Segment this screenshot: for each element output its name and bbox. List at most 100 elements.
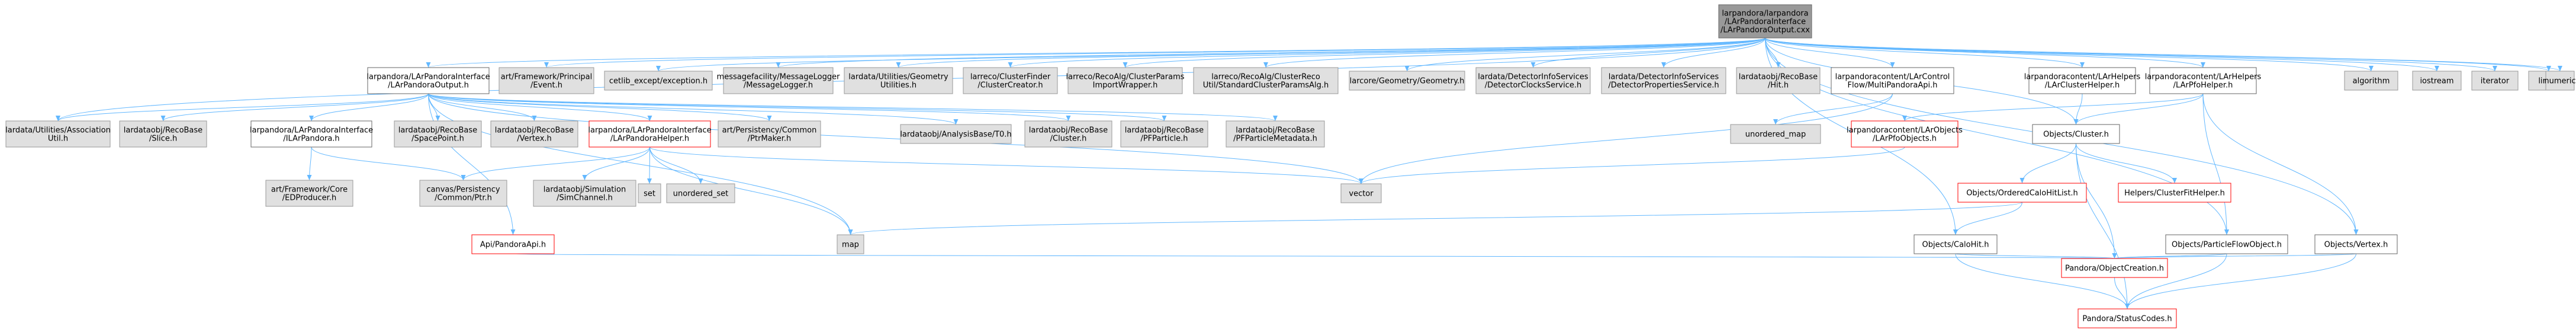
node-box [2032,124,2120,144]
node-box [1193,67,1339,94]
node-label-line: /Slice.h [149,135,177,143]
edge-out_h-to-anabase [428,93,959,125]
node-calohit[interactable]: Objects/CaloHit.h [1913,234,1998,254]
edge-pfohelper-to-objcluster [2073,93,2204,125]
node-vertex_rb: lardataobj/RecoBase/Vertex.h [490,120,578,148]
node-box [723,67,834,94]
node-label-line: Util/StandardClusterParamsAlg.h [1203,81,1329,90]
edge-root-to-detprops [1661,37,1765,68]
edge-root-to-importwrapper [1123,37,1765,68]
node-orderedcalohit[interactable]: Objects/OrderedCaloHitList.h [1957,183,2087,203]
node-multipandora[interactable]: larpandoracontent/LArControlFlow/MultiPa… [1831,67,1954,94]
edge-out_h-to-pfparticle [428,93,1167,122]
edge-clusterhelper-to-objcluster [2073,93,2083,125]
edge-root-to-art_event [544,37,1765,68]
node-objvertex[interactable]: Objects/Vertex.h [2314,234,2398,254]
node-set: set [638,183,661,203]
node-larpfoobjects[interactable]: larpandoracontent/LArObjects/LArPfoObjec… [1847,120,1963,148]
node-box [2545,71,2575,91]
node-box [419,180,507,207]
edge-calohit-to-statuscodes [1955,253,2130,310]
node-label-line: art/Framework/Core [271,186,348,194]
edge-root-to-multipandora [1765,37,1895,68]
node-box [394,120,482,148]
node-label-line: /DetectorPropertiesService.h [1608,81,1719,90]
edge-objvertex-to-statuscodes [2125,253,2356,310]
edge-out_h-to-pandorahelper [428,93,652,122]
edge-root-to-msglogger [776,37,1765,68]
node-label-line: larpandora/larpandora [1722,9,1808,18]
node-pfo[interactable]: Objects/ParticleFlowObject.h [2165,234,2288,254]
node-numeric: numeric [2544,71,2576,91]
edge-pfo-to-objcreation [2112,253,2227,259]
node-box [1913,234,1998,254]
edge-orderedcalohit-to-map [848,202,2022,235]
node-box [2471,71,2519,91]
edge-out_h-to-map [428,93,853,235]
node-box [250,120,372,148]
node-pandoraapi[interactable]: Api/PandoraApi.h [471,234,555,254]
node-label-line: lardataobj/RecoBase [495,126,574,135]
node-out_h[interactable]: larpandora/LArPandoraInterface/LArPandor… [366,67,490,94]
node-box [2412,71,2462,91]
edge-root-to-detclocks [1530,37,1765,68]
node-label-line: lardata/DetectorInfoServices [1478,73,1588,82]
node-box [666,183,735,203]
node-label-line: /EDProducer.h [282,194,336,203]
edge-root-to-clusterrecoutil [1263,37,1765,68]
node-detprops: lardata/DetectorInfoServices/DetectorPro… [1601,67,1726,94]
edge-pandorahelper-to-set [647,146,652,184]
node-clusterhelper[interactable]: larpandoracontent/LArHelpers/LArClusterH… [2024,67,2141,94]
node-label-line: /LArPfoObjects.h [1873,135,1937,143]
node-art_event: art/Framework/Principal/Event.h [499,67,594,94]
node-label-line: Util.h [48,135,68,143]
node-label-line: /LArPandoraHelper.h [610,135,689,143]
node-label-line: art/Persistency/Common [722,126,817,135]
edge-out_h-to-assoc [56,93,429,122]
node-box [499,67,594,94]
edge-root-to-out_h [426,37,1765,68]
node-objcreation[interactable]: Pandora/ObjectCreation.h [2061,258,2168,278]
node-root[interactable]: larpandora/larpandora/LArPandoraInterfac… [1718,4,1812,39]
node-anabase: lardataobj/AnalysisBase/T0.h [900,124,1012,144]
edge-pandorahelper-to-simchannel [582,146,650,181]
node-box [265,180,353,207]
node-box [638,183,661,203]
node-box [119,120,207,148]
node-label-line: /Cluster.h [1050,135,1087,143]
edge-objcluster-to-orderedcalohit [2019,143,2076,184]
edge-out_h-to-cluster_rb [428,93,1071,122]
node-box [1736,67,1821,94]
node-larpandora_h[interactable]: larpandora/LArPandoraInterface/ILArPando… [250,120,373,148]
node-spacepoint: lardataobj/RecoBase/SpacePoint.h [394,120,482,148]
node-map: map [837,234,864,254]
edge-objvertex-to-objcreation [2112,253,2356,259]
node-label-line: /LArPfoHelper.h [2173,81,2233,90]
node-box [1730,124,1821,144]
node-label-line: vector [1349,190,1374,199]
node-label-line: lardataobj/RecoBase [1739,73,1818,82]
node-label-line: lardataobj/RecoBase [1236,126,1314,135]
edge-root-to-iostream [1765,37,2439,72]
node-objcluster[interactable]: Objects/Cluster.h [2032,124,2120,144]
node-pfohelper[interactable]: larpandoracontent/LArHelpers/LArPfoHelpe… [2145,67,2262,94]
node-label-line: algorithm [2353,77,2390,86]
node-box [1120,120,1208,148]
node-pandorahelper[interactable]: larpandora/LArPandoraInterface/LArPandor… [588,120,712,148]
node-label-line: cetlib_except/exception.h [609,77,707,86]
node-box [471,234,555,254]
node-statuscodes[interactable]: Pandora/StatusCodes.h [2077,308,2177,328]
node-slice: lardataobj/RecoBase/Slice.h [119,120,207,148]
node-label-line: /MessageLogger.h [744,81,813,90]
node-clusterfithelper[interactable]: Helpers/ClusterFitHelper.h [2118,183,2231,203]
node-box [963,67,1058,94]
node-label-line: messagefacility/MessageLogger [717,73,841,82]
node-box [2344,71,2398,91]
node-label-line: lardataobj/AnalysisBase/T0.h [900,130,1011,139]
node-label-line: lardataobj/RecoBase [1125,126,1204,135]
node-box [2118,183,2231,203]
node-box [490,120,578,148]
node-label-line: lardata/DetectorInfoServices [1609,73,1719,82]
node-pfpmeta: lardataobj/RecoBase/PFParticleMetadata.h [1226,120,1325,148]
